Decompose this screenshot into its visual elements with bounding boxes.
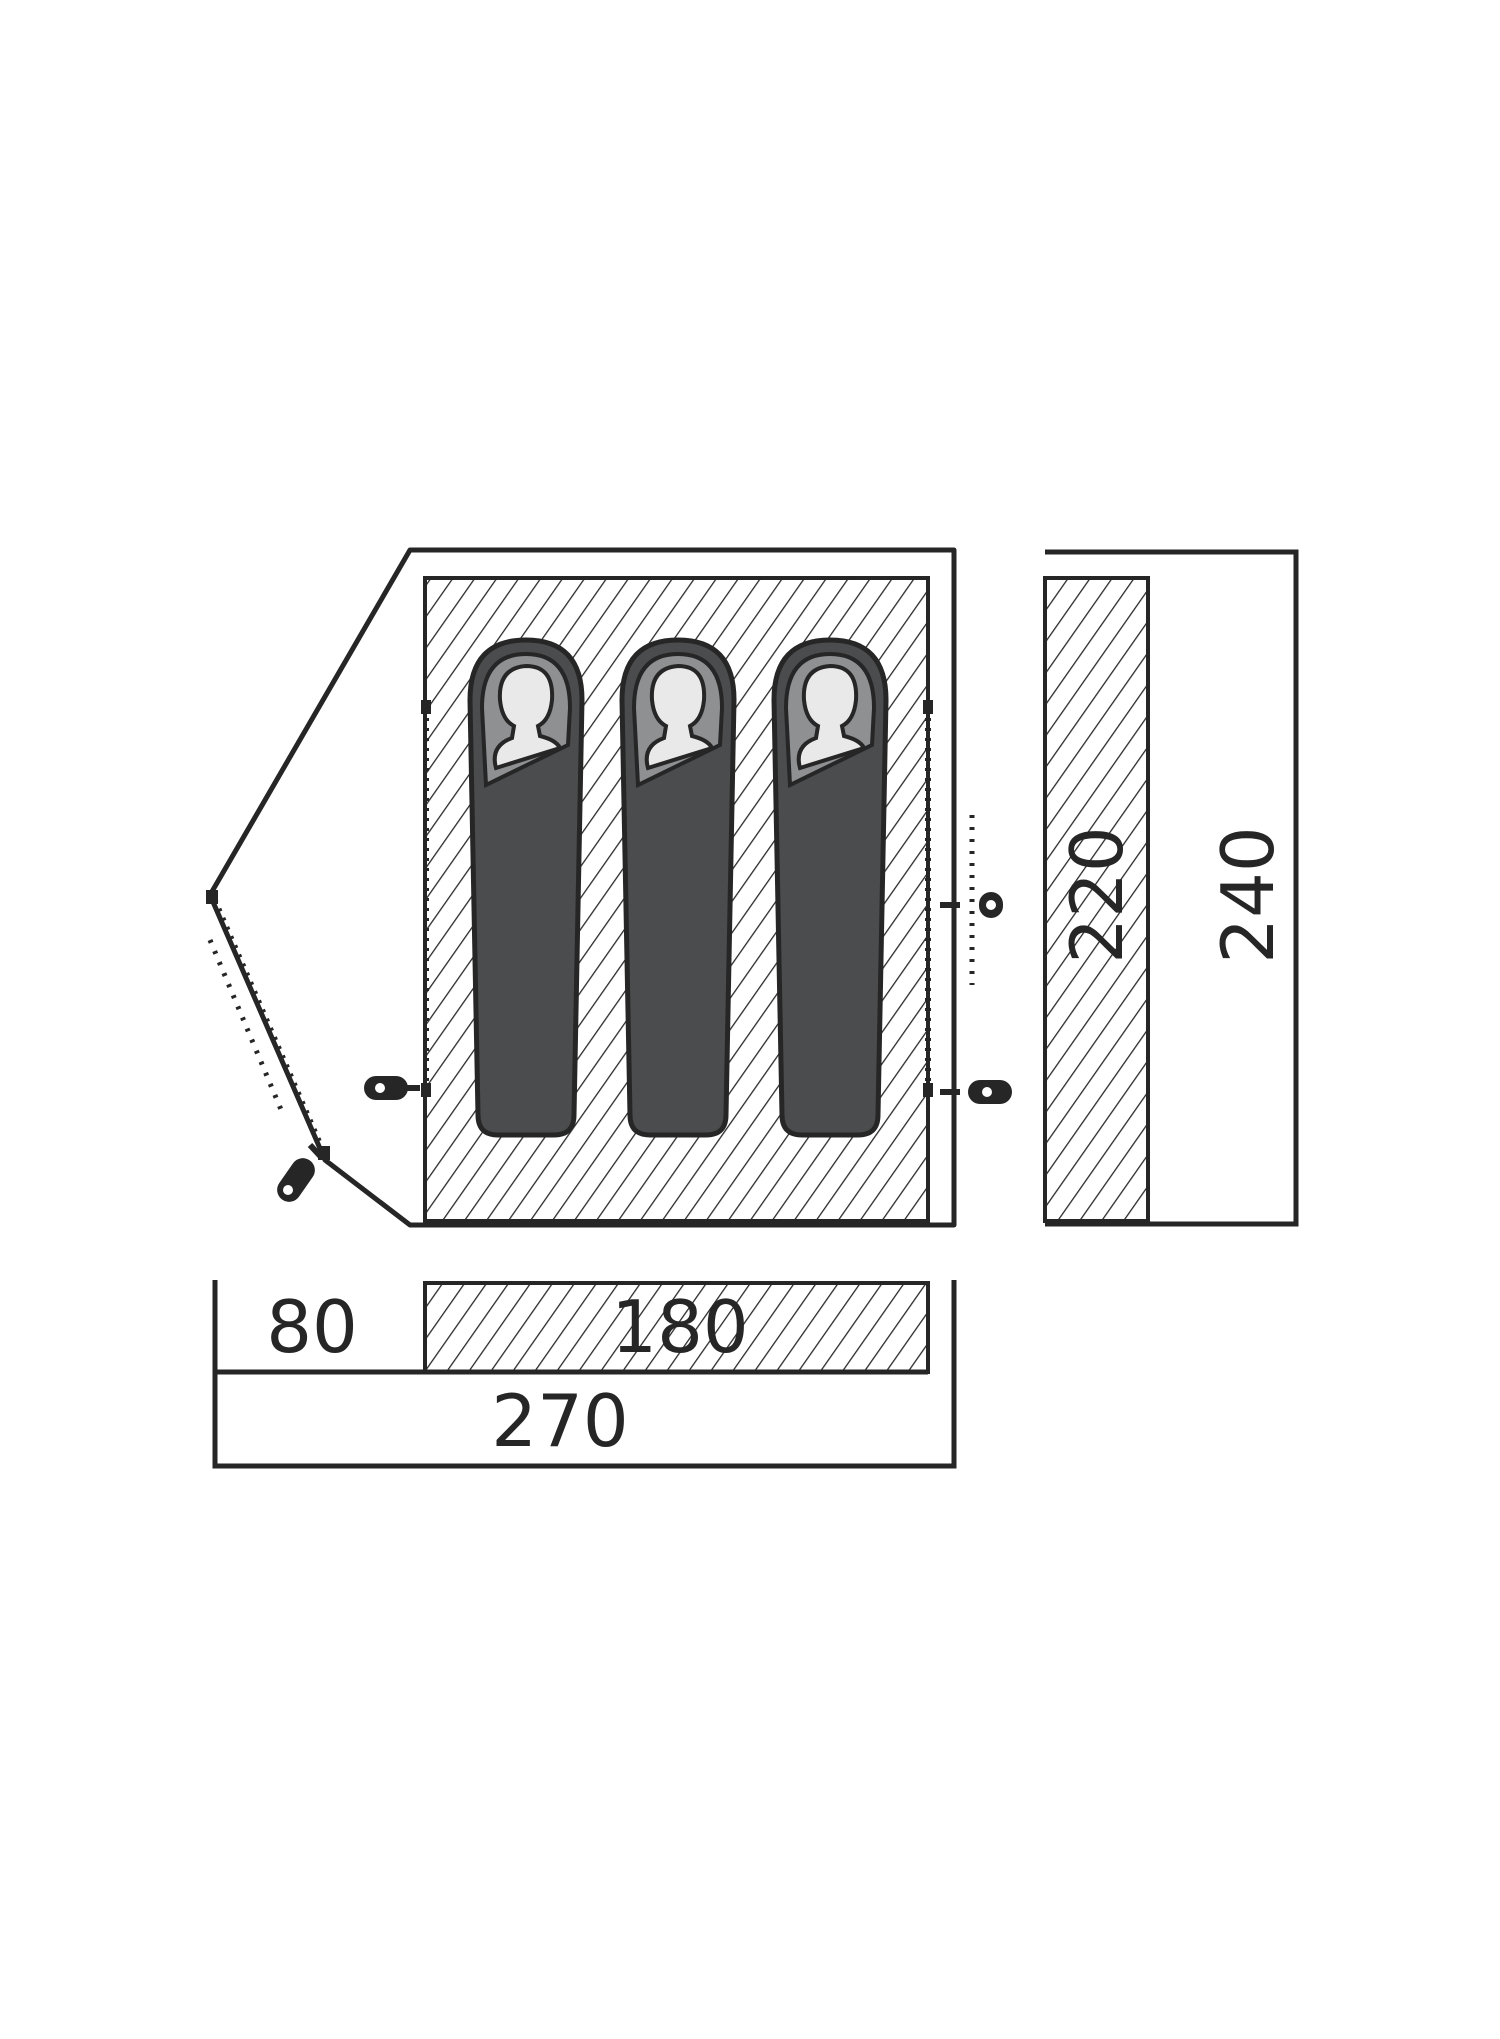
peg-icon	[940, 892, 1003, 918]
person-icon	[492, 663, 563, 771]
total-length-label: 270	[491, 1379, 628, 1463]
inner-length-bar	[423, 1281, 930, 1374]
total-width-bracket	[1045, 549, 1299, 1227]
peg-icon	[364, 1076, 420, 1100]
vestibule-depth-label: 80	[266, 1285, 358, 1369]
inner-length-label: 180	[611, 1285, 748, 1369]
inner-width-bar	[1043, 576, 1150, 1223]
sleeping-bag	[619, 637, 737, 1138]
sleeping-bag	[467, 637, 585, 1138]
inner-door-zipper-right	[923, 700, 933, 1097]
inner-width-label: 220	[1055, 826, 1139, 963]
sleeping-bags	[467, 637, 889, 1138]
person-icon	[796, 663, 867, 771]
peg-icon	[277, 1142, 325, 1202]
inner-door-zipper-left	[421, 700, 431, 1097]
total-length-bracket	[212, 1280, 957, 1469]
sleeping-bag	[771, 637, 889, 1138]
person-icon	[644, 663, 715, 771]
peg-icon	[940, 1080, 1012, 1104]
total-width-label: 240	[1206, 826, 1290, 963]
